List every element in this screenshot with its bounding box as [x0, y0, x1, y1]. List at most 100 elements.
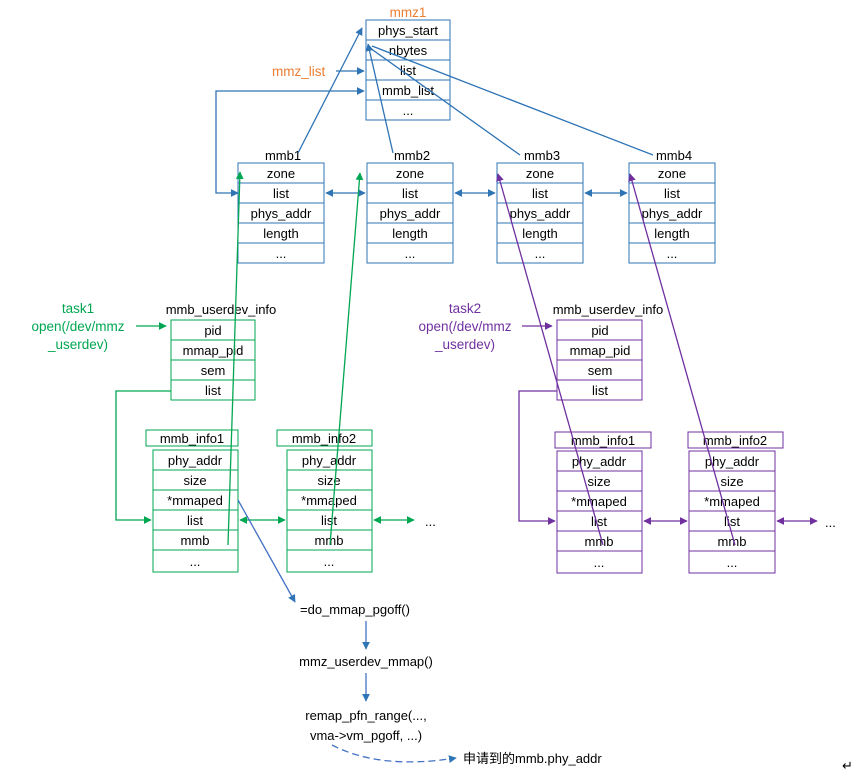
userdev-field: mmap_pid	[570, 343, 631, 358]
task1-ellipsis: ...	[425, 514, 436, 529]
mmb-field: length	[522, 226, 557, 241]
info-field: ...	[594, 555, 605, 570]
task1-mmb-info2-struct: mmb_info2 phy_addr size *mmaped list mmb…	[276, 429, 373, 573]
mmb-field: ...	[535, 246, 546, 261]
flow-result-phy-addr: 申请到的mmb.phy_addr	[463, 751, 602, 766]
flow-step-remap-line2: vma->vm_pgoff, ...)	[310, 728, 422, 743]
info-field: *mmaped	[704, 494, 760, 509]
task-label-line: _userdev)	[434, 337, 495, 352]
info-field: list	[591, 514, 607, 529]
mmb2-struct: mmb2 zone list phys_addr length ...	[366, 148, 454, 264]
flow-step-do-mmap: =do_mmap_pgoff()	[300, 602, 410, 617]
mmb3-struct: mmb3 zone list phys_addr length ...	[496, 148, 584, 264]
mmb-field: zone	[658, 166, 686, 181]
flow-result-dashed-arrow	[331, 744, 457, 763]
mmz-field: nbytes	[389, 43, 428, 58]
task-label-line: open(/dev/mmz	[418, 319, 511, 334]
info-field: ...	[190, 554, 201, 569]
mmb-field: ...	[276, 246, 287, 261]
task1-info-to-mmb-arrows	[227, 171, 364, 546]
info-title: mmb_info2	[292, 431, 356, 446]
task1-mmb-info1-struct: mmb_info1 phy_addr size *mmaped list mmb…	[145, 429, 239, 573]
userdev-field: pid	[591, 323, 608, 338]
info-field: mmb	[315, 533, 344, 548]
userdev-field: pid	[204, 323, 221, 338]
mmz-field: phys_start	[378, 23, 438, 38]
mmz-list-label: mmz_list	[272, 64, 325, 79]
info-field: list	[724, 514, 740, 529]
mmb-field: zone	[396, 166, 424, 181]
info-field: ...	[324, 554, 335, 569]
mmb-field: list	[664, 186, 680, 201]
info-field: *mmaped	[167, 493, 223, 508]
info-field: size	[587, 474, 610, 489]
mmb1-struct: mmb1 zone list phys_addr length ...	[237, 148, 325, 264]
info-field: mmb	[181, 533, 210, 548]
mmb-title: mmb4	[656, 148, 692, 163]
task2-userdev-struct: mmb_userdev_info pid mmap_pid sem list	[553, 302, 664, 401]
info-field: *mmaped	[571, 494, 627, 509]
userdev-title: mmb_userdev_info	[553, 302, 664, 317]
userdev-field: mmap_pid	[183, 343, 244, 358]
task2-mmb-info2-struct: mmb_info2 phy_addr size *mmaped list mmb…	[687, 431, 784, 574]
mmz-field: ...	[403, 103, 414, 118]
task2-mmb-info1-struct: mmb_info1 phy_addr size *mmaped list mmb…	[554, 431, 652, 574]
task2-label: task2 open(/dev/mmz _userdev)	[418, 301, 511, 352]
info-title: mmb_info1	[160, 431, 224, 446]
mmb-field: length	[392, 226, 427, 241]
info-field: phy_addr	[705, 454, 760, 469]
info-title: mmb_info1	[571, 433, 635, 448]
mmz-field: mmb_list	[382, 83, 434, 98]
mmb-field: list	[532, 186, 548, 201]
mmb-field: ...	[667, 246, 678, 261]
flow-step-remap-line1: remap_pfn_range(...,	[305, 708, 426, 723]
task1-userdev-list-link	[115, 390, 171, 524]
info-field: phy_addr	[168, 453, 223, 468]
task-label-line: open(/dev/mmz	[31, 319, 124, 334]
mmb-field: length	[263, 226, 298, 241]
task1-userdev-struct: mmb_userdev_info pid mmap_pid sem list	[166, 302, 277, 401]
info-field: size	[317, 473, 340, 488]
flow-step-userdev-mmap: mmz_userdev_mmap()	[299, 654, 433, 669]
userdev-title: mmb_userdev_info	[166, 302, 277, 317]
info-field: size	[183, 473, 206, 488]
task2-info-to-mmb-arrows	[496, 173, 736, 546]
mmb-field: phys_addr	[380, 206, 441, 221]
mmz-struct: phys_start nbytes list mmb_list ...	[365, 19, 451, 121]
mmb-field: zone	[526, 166, 554, 181]
info-field: ...	[727, 555, 738, 570]
task-label-line: task1	[62, 301, 94, 316]
mmb-field: ...	[405, 246, 416, 261]
corner-return-mark: ↵	[842, 758, 853, 773]
task2-userdev-list-link	[518, 390, 557, 525]
mmb-field: phys_addr	[251, 206, 312, 221]
info-field: phy_addr	[572, 454, 627, 469]
userdev-field: sem	[201, 363, 226, 378]
task1-label: task1 open(/dev/mmz _userdev)	[31, 301, 124, 352]
info-field: list	[321, 513, 337, 528]
task2-ellipsis: ...	[825, 515, 836, 530]
mmb-field: list	[273, 186, 289, 201]
userdev-field: list	[205, 383, 221, 398]
info-field: mmb	[585, 534, 614, 549]
mmb-field: phys_addr	[642, 206, 703, 221]
info-field: mmb	[718, 534, 747, 549]
info-field: size	[720, 474, 743, 489]
task-label-line: task2	[449, 301, 481, 316]
mmb-title: mmb3	[524, 148, 560, 163]
info-title: mmb_info2	[703, 433, 767, 448]
info-field: phy_addr	[302, 453, 357, 468]
mmz-mmb-list-link	[215, 87, 365, 197]
userdev-field: sem	[588, 363, 613, 378]
userdev-field: list	[592, 383, 608, 398]
mmaped-to-mmap-arrow	[237, 499, 296, 603]
info-field: *mmaped	[301, 493, 357, 508]
mmz-field: list	[400, 63, 416, 78]
mmb4-struct: mmb4 zone list phys_addr length ...	[628, 148, 716, 264]
mmz-title: mmz1	[390, 5, 427, 20]
mmb-field: zone	[267, 166, 295, 181]
info-field: list	[187, 513, 203, 528]
task-label-line: _userdev)	[47, 337, 108, 352]
mmb-field: phys_addr	[510, 206, 571, 221]
